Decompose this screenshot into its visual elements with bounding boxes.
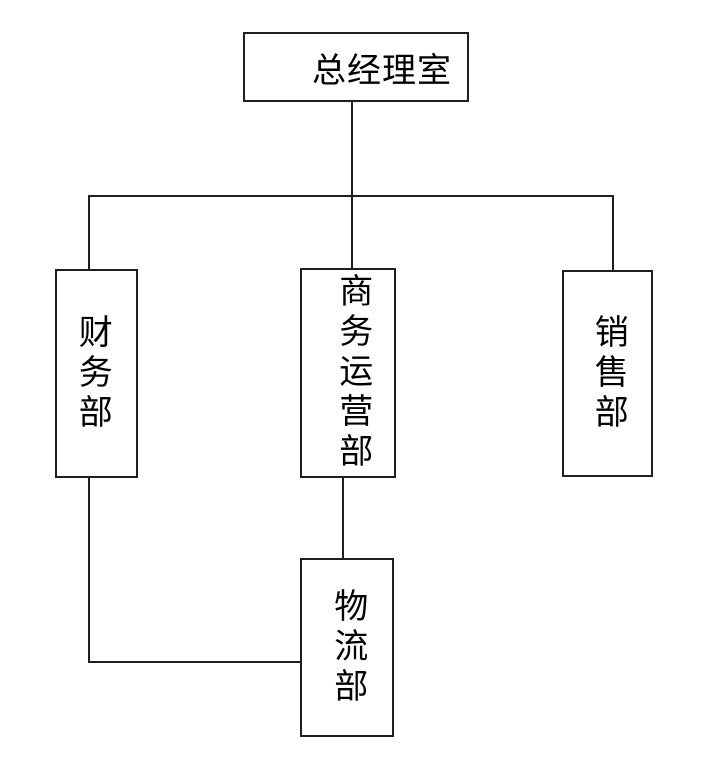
node-general-manager-office-label: 总经理室 [312,50,452,91]
node-business-operations-dept-label: 商务运营部 [332,273,373,473]
node-logistics-dept-label: 物流部 [327,587,368,708]
connector-to-finance [88,195,90,269]
node-logistics-dept: 物流部 [300,558,394,737]
connector-to-sales [612,195,614,270]
connector-distribution-bar [88,195,614,197]
connector-bizops-to-logistics [342,478,344,558]
node-finance-dept-label: 财务部 [72,313,113,434]
connector-finance-to-logistics [88,661,300,663]
node-sales-dept-label: 销售部 [588,313,629,434]
node-general-manager-office: 总经理室 [243,32,469,102]
connector-root-drop [351,102,353,268]
connector-finance-down [88,478,90,663]
node-finance-dept: 财务部 [55,269,138,478]
node-business-operations-dept: 商务运营部 [300,268,396,478]
node-sales-dept: 销售部 [562,270,653,477]
